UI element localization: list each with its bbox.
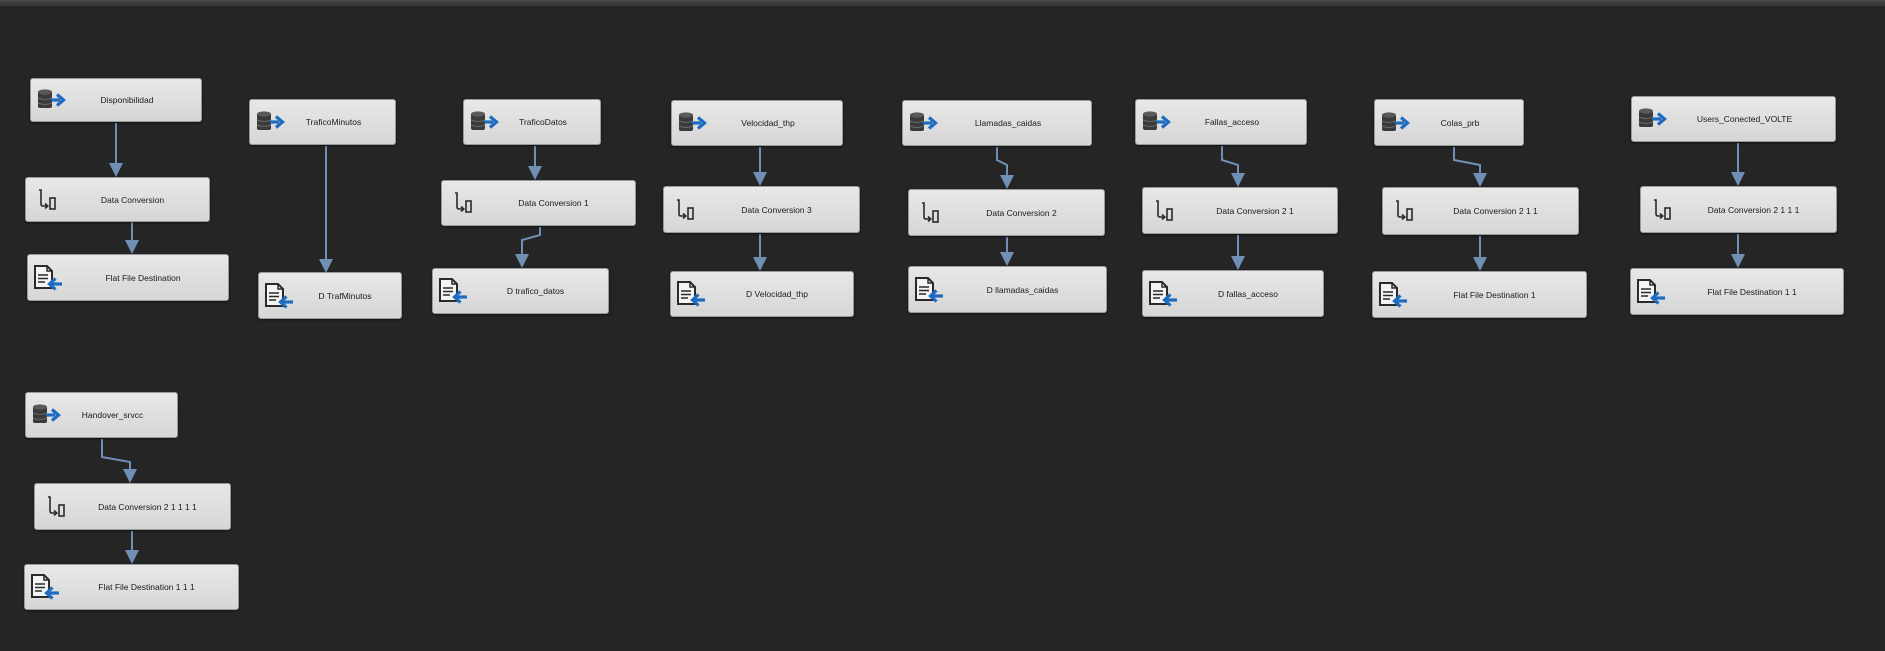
task-label: TraficoDatos <box>519 117 567 127</box>
flat-file-destination-icon <box>671 272 711 316</box>
flat-file-destination-icon <box>1373 272 1413 317</box>
data-conversion-icon <box>35 484 75 529</box>
destination-d-trafminutos[interactable]: D TrafMinutos <box>258 272 402 319</box>
path-arrow[interactable] <box>101 439 137 483</box>
data-conversion-icon <box>909 190 949 235</box>
path-arrow[interactable] <box>1453 147 1487 187</box>
flat-file-destination-icon <box>909 267 949 312</box>
source-disponibilidad[interactable]: Disponibilidad <box>30 78 202 122</box>
task-label: Users_Conected_VOLTE <box>1696 114 1793 124</box>
data-conversion-icon <box>442 181 482 225</box>
data-conversion-3[interactable]: Data Conversion 3 <box>663 186 860 233</box>
task-label: Disponibilidad <box>100 95 154 105</box>
task-label: D Velocidad_thp <box>746 289 808 299</box>
odbc-source-icon <box>250 100 290 144</box>
flat-file-destination-icon <box>433 269 473 313</box>
odbc-source-icon <box>1632 97 1672 141</box>
odbc-source-icon <box>1375 100 1415 145</box>
data-conversion-7[interactable]: Data Conversion 2 1 1 1 <box>1640 186 1837 233</box>
task-label: Fallas_acceso <box>1204 117 1260 127</box>
task-label: Velocidad_thp <box>741 118 795 128</box>
flat-file-destination-icon <box>1143 271 1183 316</box>
task-label: Flat File Destination <box>105 272 181 283</box>
task-label: TraficoMinutos <box>305 117 362 127</box>
destination-d-trafico-datos[interactable]: D trafico_datos <box>432 268 609 314</box>
data-conversion-2[interactable]: Data Conversion 1 <box>441 180 636 226</box>
source-trafico-minutos[interactable]: TraficoMinutos <box>249 99 396 145</box>
flat-file-destination-icon <box>28 255 68 300</box>
odbc-source-icon <box>464 100 504 144</box>
task-label: D trafico_datos <box>506 286 565 296</box>
source-trafico-datos[interactable]: TraficoDatos <box>463 99 601 145</box>
source-colas-prb[interactable]: Colas_prb <box>1374 99 1524 146</box>
destination-flat-file-3[interactable]: Flat File Destination 1 1 <box>1630 268 1844 315</box>
data-conversion-6[interactable]: Data Conversion 2 1 1 <box>1382 187 1579 235</box>
path-arrow[interactable] <box>515 227 541 268</box>
data-conversion-icon <box>1641 187 1681 232</box>
task-label: Colas_prb <box>1440 117 1480 128</box>
path-arrow[interactable] <box>1221 146 1245 187</box>
source-fallas-acceso[interactable]: Fallas_acceso <box>1135 99 1307 145</box>
task-label: Data Conversion <box>100 194 165 205</box>
destination-d-llamadas-caidas[interactable]: D llamadas_caidas <box>908 266 1107 313</box>
task-label: Data Conversion 2 1 1 1 <box>1707 204 1800 215</box>
task-label: D fallas_acceso <box>1217 288 1278 299</box>
flat-file-destination-icon <box>25 565 65 609</box>
flat-file-destination-icon <box>259 273 299 318</box>
source-llamadas-caidas[interactable]: Llamadas_caidas <box>902 100 1092 146</box>
data-conversion-4[interactable]: Data Conversion 2 <box>908 189 1105 236</box>
task-label: Llamadas_caidas <box>974 118 1042 128</box>
data-conversion-8[interactable]: Data Conversion 2 1 1 1 1 <box>34 483 231 530</box>
odbc-source-icon <box>26 393 66 437</box>
task-label: D TrafMinutos <box>318 290 372 301</box>
task-label: Flat File Destination 1 1 <box>1707 286 1797 297</box>
task-label: Flat File Destination 1 1 1 <box>98 582 195 592</box>
task-label: Handover_srvcc <box>81 410 144 420</box>
odbc-source-icon <box>1136 100 1176 144</box>
task-label: Data Conversion 2 1 <box>1216 205 1294 216</box>
destination-flat-file-2[interactable]: Flat File Destination 1 <box>1372 271 1587 318</box>
source-users-conected-volte[interactable]: Users_Conected_VOLTE <box>1631 96 1836 142</box>
top-border <box>0 0 1885 6</box>
data-conversion-5[interactable]: Data Conversion 2 1 <box>1142 187 1338 234</box>
data-conversion-icon <box>26 178 66 221</box>
data-conversion-1[interactable]: Data Conversion <box>25 177 210 222</box>
flat-file-destination-icon <box>1631 269 1671 314</box>
task-label: Data Conversion 2 1 1 <box>1453 206 1538 216</box>
data-conversion-icon <box>1383 188 1423 234</box>
destination-flat-file-4[interactable]: Flat File Destination 1 1 1 <box>24 564 239 610</box>
data-conversion-icon <box>664 187 704 232</box>
destination-flat-file-1[interactable]: Flat File Destination <box>27 254 229 301</box>
destination-d-velocidad-thp[interactable]: D Velocidad_thp <box>670 271 854 317</box>
path-arrow[interactable] <box>996 147 1014 189</box>
destination-d-fallas-acceso[interactable]: D fallas_acceso <box>1142 270 1324 317</box>
task-label: Data Conversion 2 1 1 1 1 <box>98 501 197 512</box>
task-label: Data Conversion 1 <box>518 198 589 208</box>
source-velocidad-thp[interactable]: Velocidad_thp <box>671 100 843 146</box>
task-label: Data Conversion 2 <box>986 207 1057 218</box>
odbc-source-icon <box>31 79 71 121</box>
task-label: D llamadas_caidas <box>986 284 1059 295</box>
task-label: Flat File Destination 1 <box>1453 289 1536 300</box>
odbc-source-icon <box>672 101 712 145</box>
task-label: Data Conversion 3 <box>741 204 812 215</box>
data-conversion-icon <box>1143 188 1183 233</box>
source-handover-srvcc[interactable]: Handover_srvcc <box>25 392 178 438</box>
odbc-source-icon <box>903 101 943 145</box>
